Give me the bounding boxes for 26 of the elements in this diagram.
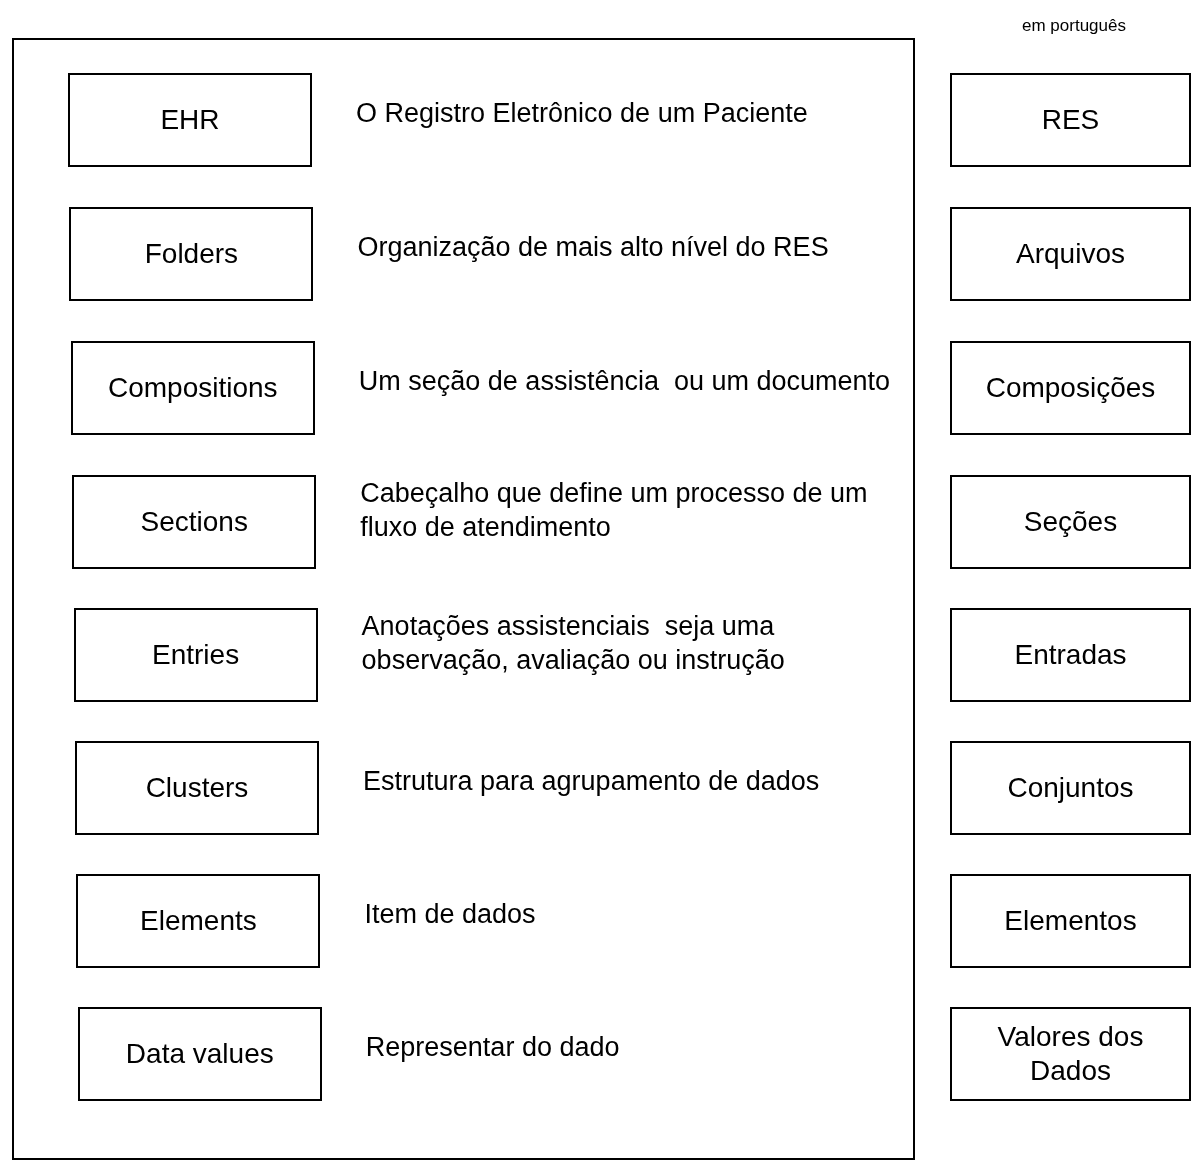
term-box: Seções: [950, 475, 1191, 569]
term-box: EHR: [68, 73, 312, 167]
description-text: Item de dados: [364, 898, 537, 931]
term-box: Compositions: [70, 341, 315, 435]
description-text: Cabeçalho que define um processo de um fluxo de atendimento: [360, 477, 869, 544]
description-text: Organização de mais alto nível do RES: [357, 231, 830, 264]
term-box: Elements: [76, 874, 321, 968]
term-box: Composições: [950, 341, 1191, 435]
description-text: O Registro Eletrônico de um Paciente: [356, 97, 809, 130]
term-box: Clusters: [75, 741, 319, 835]
term-box: Sections: [72, 475, 317, 569]
description-text: Representar do dado: [365, 1031, 621, 1064]
description-text: Um seção de assistência ou um documento: [358, 365, 892, 398]
outer-frame: [12, 38, 915, 1160]
term-box: Entries: [73, 608, 318, 702]
term-box: RES: [950, 73, 1191, 167]
term-box: Elementos: [950, 874, 1191, 968]
description-text: Estrutura para agrupamento de dados: [363, 765, 821, 798]
header-note: em português: [1022, 16, 1126, 36]
term-box: Arquivos: [950, 207, 1191, 301]
term-box: Entradas: [950, 608, 1191, 702]
term-box: Conjuntos: [950, 741, 1191, 835]
term-box: Valores dos Dados: [950, 1007, 1191, 1101]
term-box: Folders: [69, 207, 314, 301]
description-text: Anotações assistenciais seja uma observação, avaliação ou instrução: [361, 610, 786, 677]
term-box: Data values: [77, 1007, 322, 1101]
